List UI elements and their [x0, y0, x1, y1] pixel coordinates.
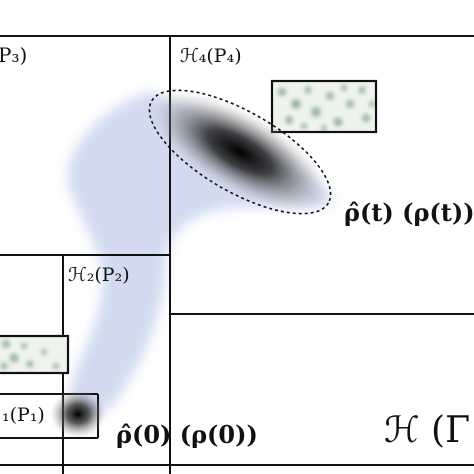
state-rho-t: [148, 89, 332, 215]
state-rho-0: [50, 390, 106, 438]
label-h4: ℋ₄(P₄): [180, 45, 242, 67]
label-rho-0: ρ̂(0) (ρ(0)): [116, 420, 258, 449]
label-h2: ℋ₂(P₂): [68, 264, 130, 286]
label-h-gamma: ℋ (Γ: [384, 410, 470, 451]
texture-box-upper: [270, 79, 378, 134]
label-h3: P₃): [0, 43, 27, 67]
texture-box-lower: [0, 334, 70, 375]
label-rho-t: ρ̂(t) (ρ(t)): [344, 198, 474, 227]
label-h1: ₁(P₁): [2, 404, 45, 426]
